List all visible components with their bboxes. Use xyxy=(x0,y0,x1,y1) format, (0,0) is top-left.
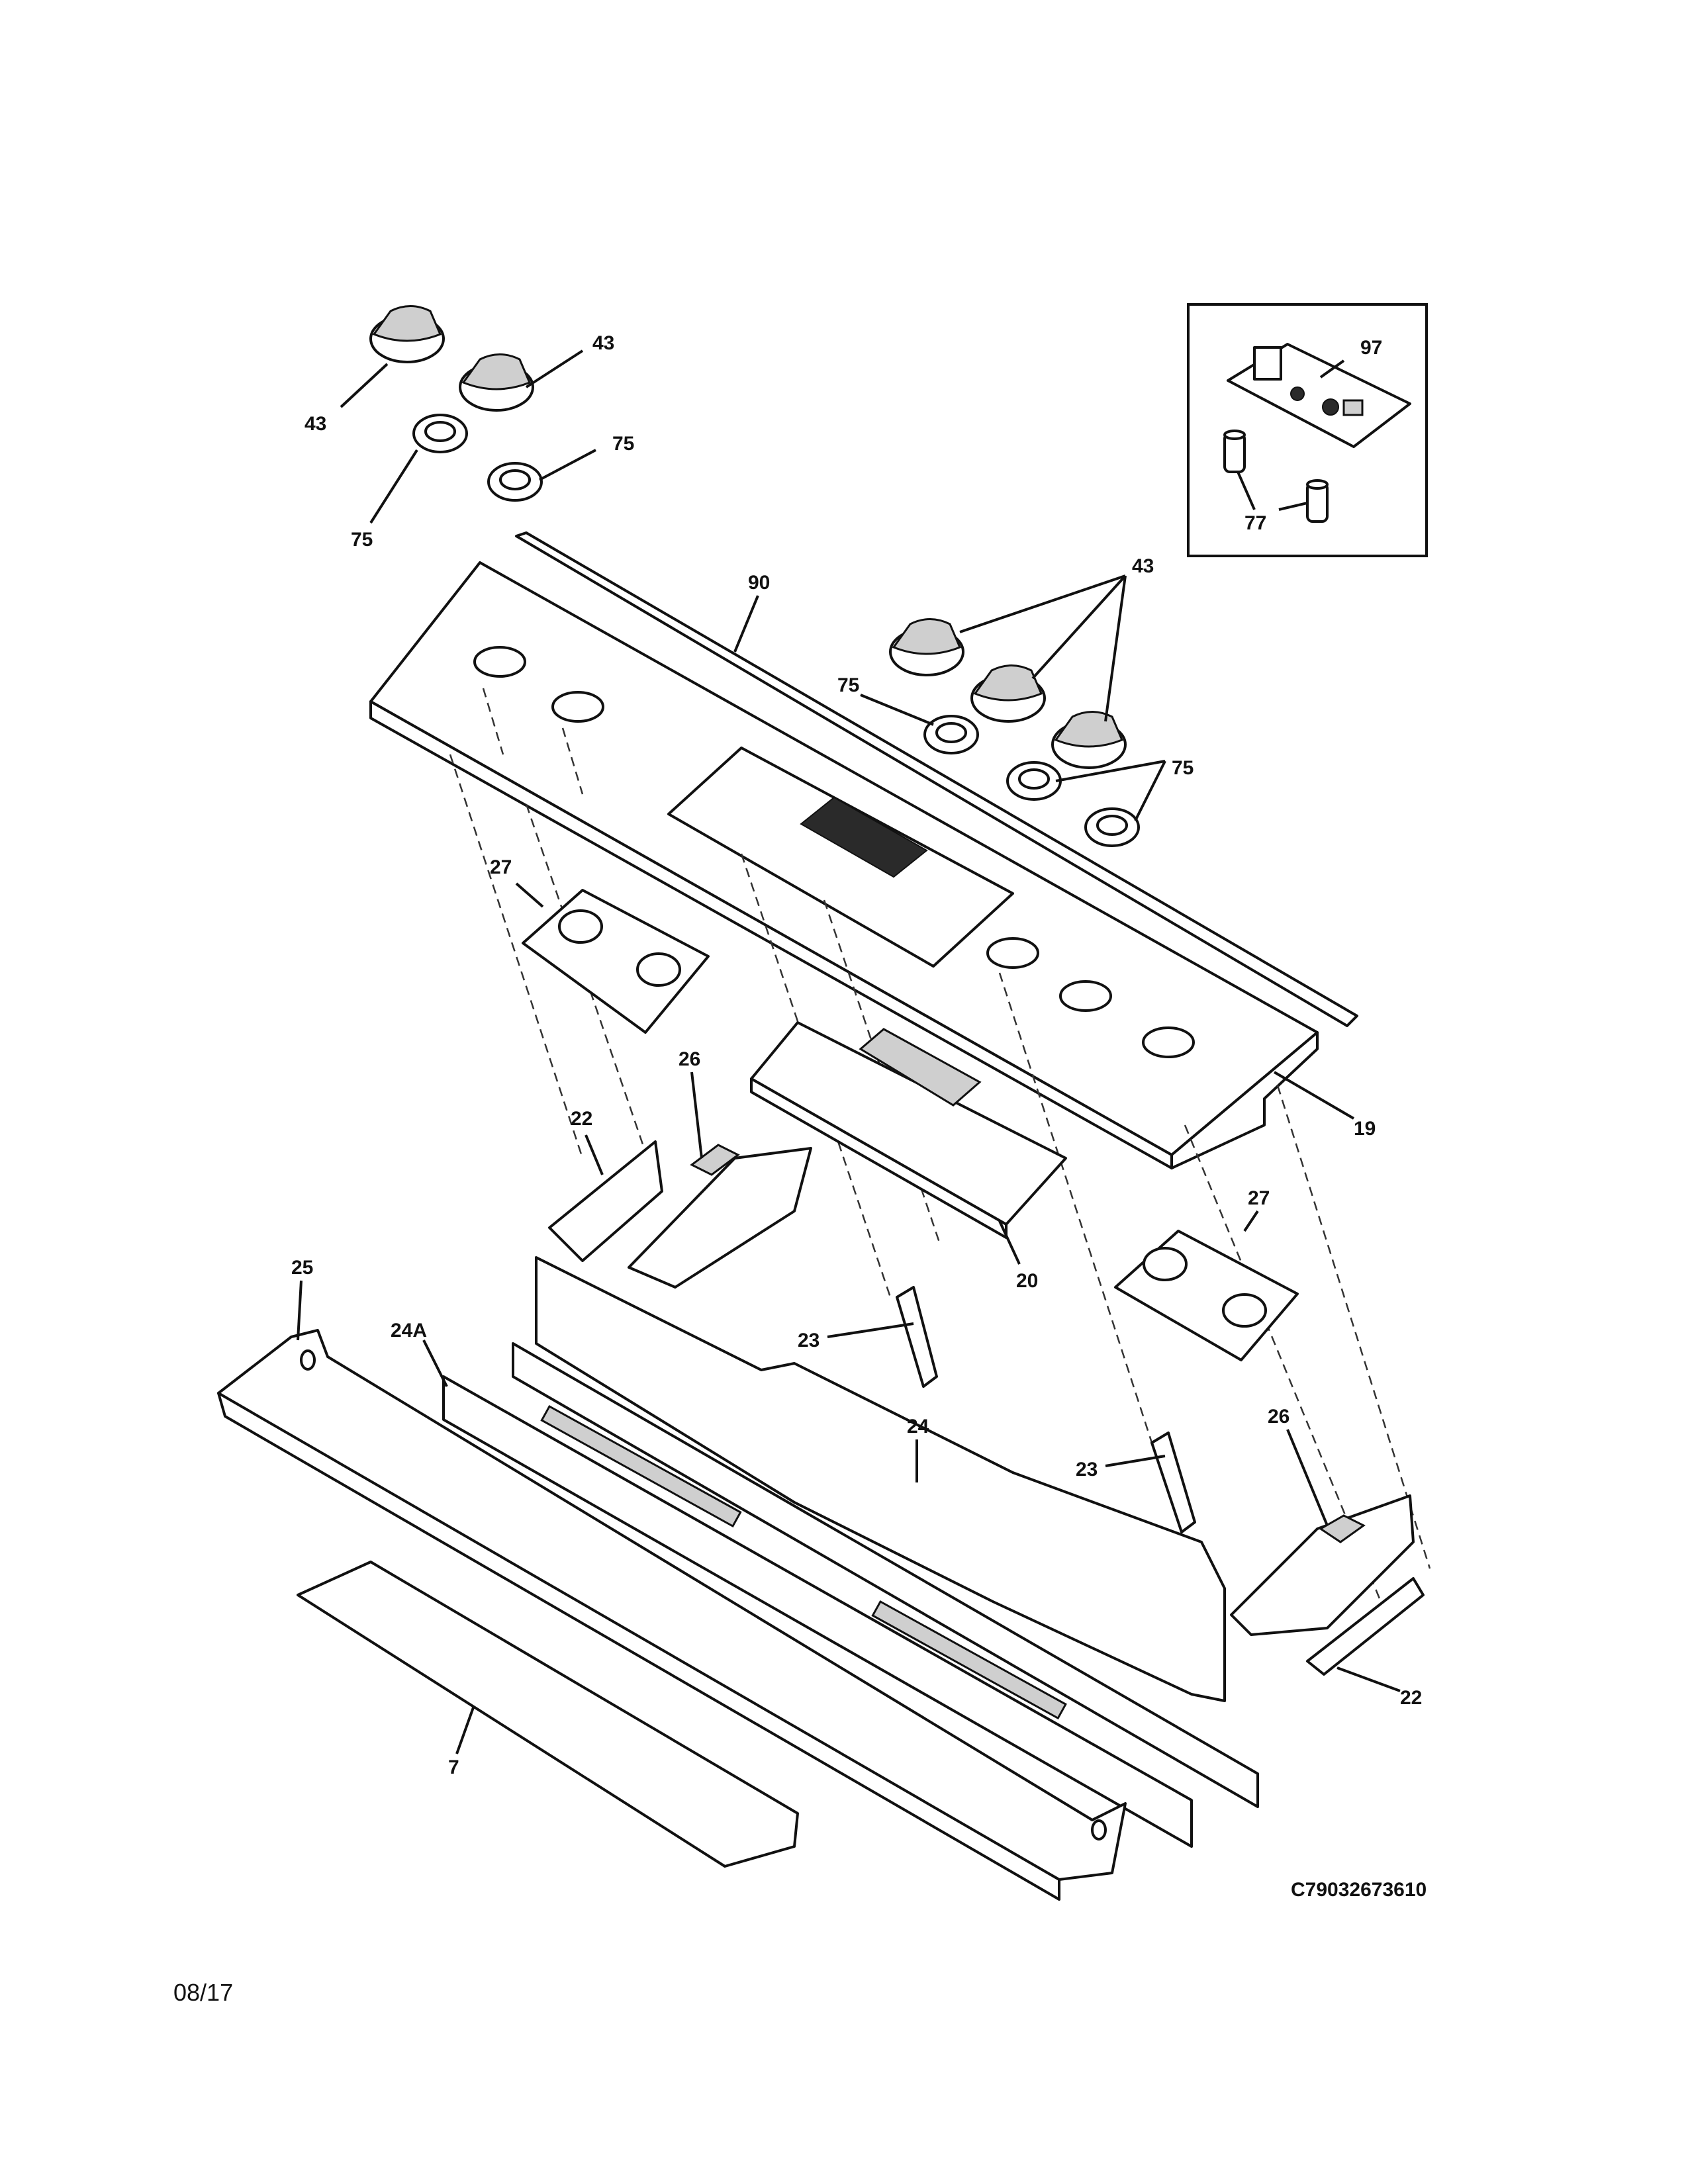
label-77: 77 xyxy=(1244,512,1266,534)
label-23-upper: 23 xyxy=(798,1330,820,1351)
inset-box: 97 77 xyxy=(1187,303,1428,557)
bezel-75-right-2 xyxy=(1006,761,1062,801)
label-26-left: 26 xyxy=(679,1048,700,1070)
control-board-97 xyxy=(1227,343,1411,448)
label-75-right-2: 75 xyxy=(1172,757,1194,779)
knob-43-right-1 xyxy=(889,618,964,676)
label-27-right: 27 xyxy=(1248,1187,1270,1209)
label-75-right-1: 75 xyxy=(837,674,859,696)
bracket-26-left: 26 xyxy=(628,1048,812,1289)
control-panel-19: 19 xyxy=(369,561,1376,1169)
trim-25: 25 xyxy=(217,1257,1127,1901)
label-43-left-1: 43 xyxy=(305,413,326,435)
label-75-left-1: 75 xyxy=(351,529,373,551)
label-75-left-2: 75 xyxy=(612,433,634,455)
electronic-control-20: 20 xyxy=(750,1021,1067,1292)
bracket-22-left: 22 xyxy=(548,1108,663,1262)
bezel-75-right-1 xyxy=(923,715,979,754)
bracket-22-right: 22 xyxy=(1306,1577,1425,1709)
label-24A: 24A xyxy=(391,1320,427,1342)
knob-43-left-1 xyxy=(369,305,445,363)
bracket-23-lower: 23 xyxy=(1076,1432,1196,1533)
rail-24A: 24A xyxy=(391,1320,1259,1848)
label-23-lower: 23 xyxy=(1076,1459,1098,1480)
label-97: 97 xyxy=(1360,337,1382,359)
knob-43-right-2 xyxy=(970,664,1046,723)
label-22-right: 22 xyxy=(1400,1687,1422,1709)
label-43-right: 43 xyxy=(1132,555,1154,577)
label-27-left: 27 xyxy=(490,856,512,878)
label-24: 24 xyxy=(907,1416,929,1437)
rear-panel-24: 24 xyxy=(535,1256,1226,1702)
fuse-77b xyxy=(1306,479,1329,523)
label-25: 25 xyxy=(291,1257,313,1279)
trim-strip-90: 90 xyxy=(515,531,1358,1027)
knob-43-left-2 xyxy=(459,353,534,412)
knob-43-right-3 xyxy=(1051,711,1127,769)
label-22-left: 22 xyxy=(571,1108,592,1130)
label-19: 19 xyxy=(1354,1118,1376,1140)
bezel-75-left-2 xyxy=(487,462,543,502)
bezel-75-right-3 xyxy=(1084,807,1140,847)
label-90: 90 xyxy=(748,572,770,594)
fuse-77a xyxy=(1223,430,1246,473)
label-7: 7 xyxy=(448,1756,459,1778)
model-code: C79032673610 xyxy=(1291,1879,1427,1901)
bracket-27-left: 27 xyxy=(490,856,710,1034)
bezel-75-left-1 xyxy=(412,414,468,453)
label-20: 20 xyxy=(1016,1270,1038,1292)
bracket-26-right: 26 xyxy=(1230,1406,1415,1636)
footer-date: 08/17 xyxy=(173,1979,234,2006)
bracket-27-right: 27 xyxy=(1114,1187,1299,1361)
label-26-right: 26 xyxy=(1268,1406,1289,1428)
shield-7: 7 xyxy=(297,1561,799,1868)
label-43-left-2: 43 xyxy=(592,332,614,354)
bracket-23-upper: 23 xyxy=(798,1286,938,1388)
